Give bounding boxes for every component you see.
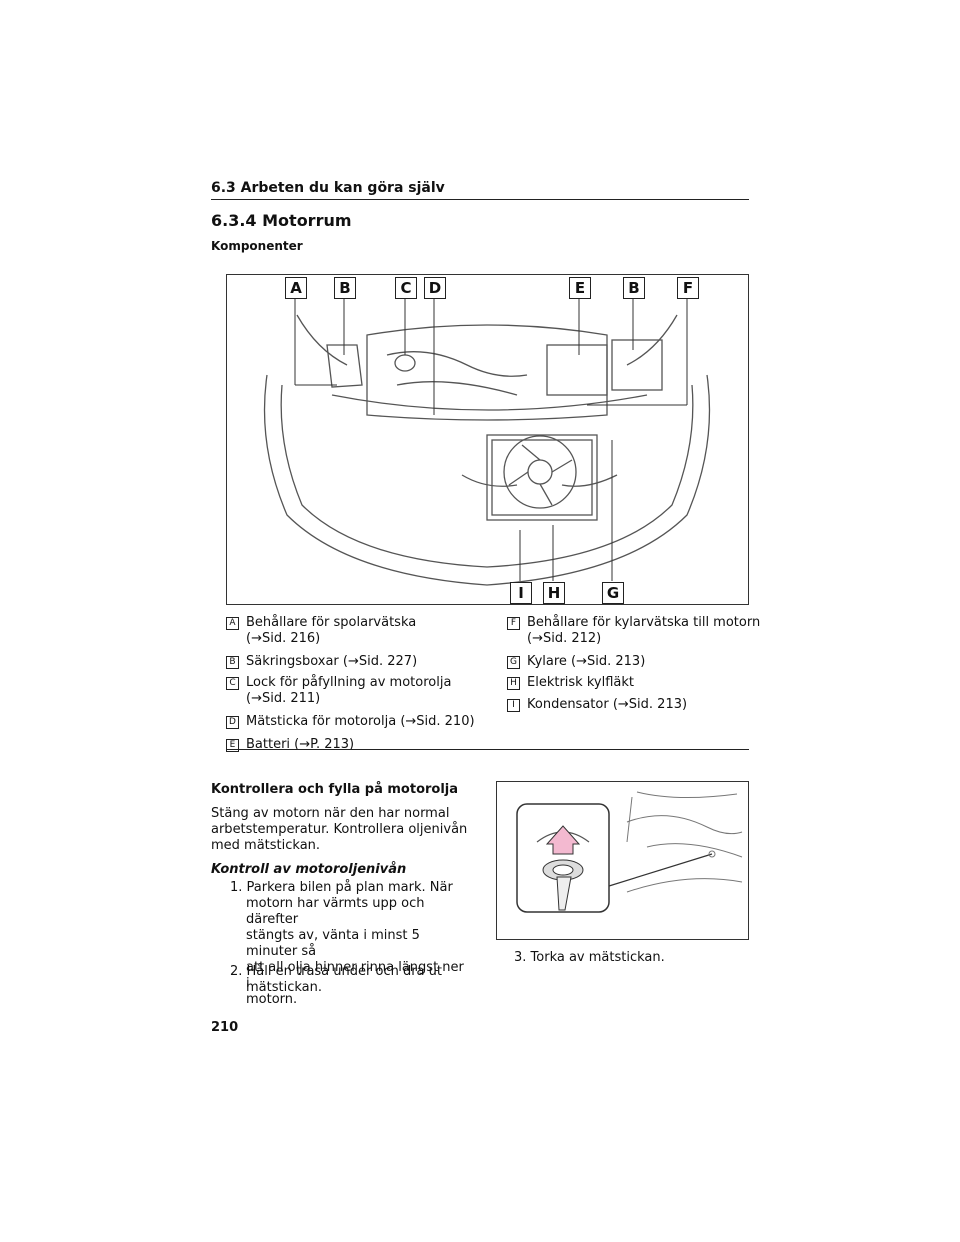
legend-text-a-2: (→Sid. 216) <box>246 631 321 646</box>
legend-item-i: I Kondensator (→Sid. 213) <box>507 697 687 713</box>
step-3: 3. Torka av mätstickan. <box>514 950 665 965</box>
callout-label-e: E <box>569 277 591 299</box>
legend-text-h: Elektrisk kylfläkt <box>527 675 634 690</box>
page-number: 210 <box>211 1020 239 1035</box>
legend-item-f: F Behållare för kylarvätska till motorn(… <box>507 615 760 647</box>
legend-key-e: E <box>226 739 239 752</box>
legend-item-c: C Lock för påfyllning av motorolja(→Sid.… <box>226 675 451 707</box>
step-1-line-2: motorn har värmts upp och därefter <box>246 896 425 927</box>
callout-label-d: D <box>424 277 446 299</box>
legend-item-a: A Behållare för spolarvätska(→Sid. 216) <box>226 615 416 647</box>
legend-item-d: D Mätsticka för motorolja (→Sid. 210) <box>226 714 475 730</box>
section-header: 6.3 Arbeten du kan göra själv <box>211 180 445 196</box>
step-2-line-2: mätstickan. <box>246 980 322 995</box>
callout-label-c: C <box>395 277 417 299</box>
legend-text-e: Batteri (→P. 213) <box>246 737 355 752</box>
callout-label-a: A <box>285 277 307 299</box>
legend-text-b: Säkringsboxar (→Sid. 227) <box>246 654 418 669</box>
oil-intro-line-1: Stäng av motorn när den har normal <box>211 806 450 821</box>
legend-text-a-1: Behållare för spolarvätska <box>246 615 417 630</box>
dipstick-figure <box>496 781 749 940</box>
legend-text-c-2: (→Sid. 211) <box>246 691 321 706</box>
legend-text-d: Mätsticka för motorolja (→Sid. 210) <box>246 714 475 729</box>
step-1-line-5: motorn. <box>246 992 298 1007</box>
callout-label-i: I <box>510 582 532 604</box>
step-2-line-1: 2. Håll en trasa under och dra ut <box>230 964 442 979</box>
oil-intro-line-2: arbetstemperatur. Kontrollera oljenivån <box>211 822 468 837</box>
legend-key-f: F <box>507 617 520 630</box>
legend-key-g: G <box>507 656 520 669</box>
dipstick-illustration <box>516 791 743 913</box>
legend-key-a: A <box>226 617 239 630</box>
oil-check-heading: Kontrollera och fylla på motorolja <box>211 782 459 797</box>
legend-key-i: I <box>507 699 520 712</box>
step-1-line-4: att all olja hinner rinna längst ner i <box>246 960 464 991</box>
step-1-line-1: 1. Parkera bilen på plan mark. När <box>230 880 453 895</box>
callout-label-b2: B <box>623 277 645 299</box>
legend-text-f-2: (→Sid. 212) <box>527 631 602 646</box>
engine-illustration <box>263 295 711 586</box>
callout-label-h: H <box>543 582 565 604</box>
callout-label-b: B <box>334 277 356 299</box>
components-subheading: Komponenter <box>211 239 303 253</box>
engine-compartment-figure: A B C D E B F I H G <box>226 274 749 605</box>
legend-key-d: D <box>226 716 239 729</box>
legend-item-h: H Elektrisk kylfläkt <box>507 675 634 691</box>
legend-text-c-1: Lock för påfyllning av motorolja <box>246 675 452 690</box>
step-1: 1. Parkera bilen på plan mark. När motor… <box>230 880 470 1008</box>
section-divider <box>211 199 749 200</box>
callout-label-g: G <box>602 582 624 604</box>
oil-level-subheading: Kontroll av motoroljenivån <box>211 862 407 877</box>
legend-text-i: Kondensator (→Sid. 213) <box>527 697 688 712</box>
callout-label-f: F <box>677 277 699 299</box>
oil-intro-paragraph: Stäng av motorn när den har normal arbet… <box>211 806 471 854</box>
legend-text-f-1: Behållare för kylarvätska till motorn <box>527 615 761 630</box>
legend-key-b: B <box>226 656 239 669</box>
legend-text-g: Kylare (→Sid. 213) <box>527 654 646 669</box>
page-title: 6.3.4 Motorrum <box>211 211 352 230</box>
legend-key-c: C <box>226 677 239 690</box>
step-2: 2. Håll en trasa under och dra ut mätsti… <box>230 964 470 996</box>
legend-item-e: E Batteri (→P. 213) <box>226 737 354 753</box>
legend-key-h: H <box>507 677 520 690</box>
step-1-line-3: stängts av, vänta i minst 5 minuter så <box>246 928 420 959</box>
legend-divider <box>226 749 749 750</box>
oil-intro-line-3: med mätstickan. <box>211 838 321 853</box>
legend-item-g: G Kylare (→Sid. 213) <box>507 654 645 670</box>
legend-item-b: B Säkringsboxar (→Sid. 227) <box>226 654 417 670</box>
